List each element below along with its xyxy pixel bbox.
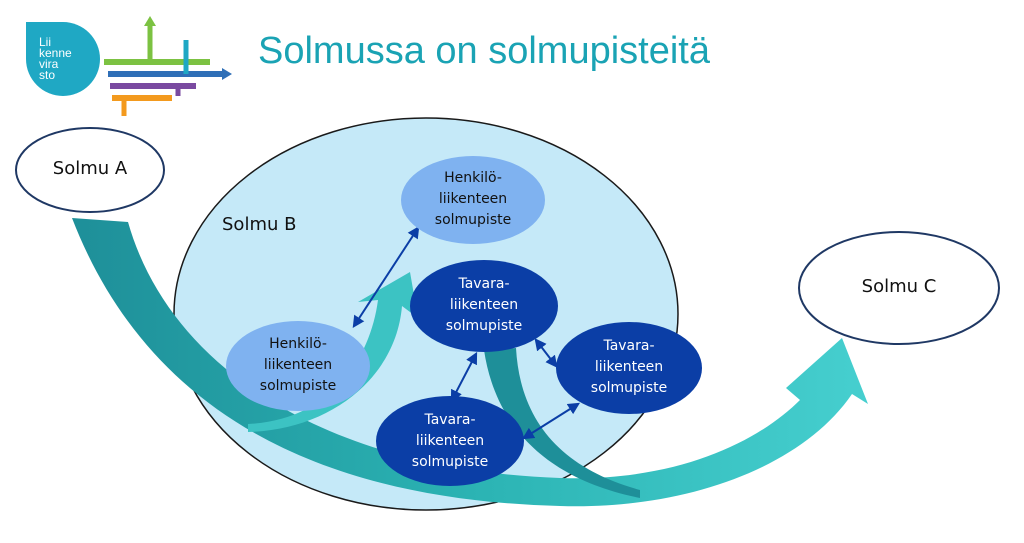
connector-henkilo-top-left	[352, 225, 420, 329]
logo-stripes	[104, 16, 232, 116]
tavara-bottom-label: Tavara- liikenteen solmupiste	[411, 412, 489, 470]
tavara-right-label: Tavara- liikenteen solmupiste	[590, 338, 668, 396]
main-flow-arrow	[72, 218, 868, 507]
page-title: Solmussa on solmupisteitä	[258, 30, 710, 72]
logo-line-3: vira	[39, 57, 59, 71]
henkilo-left-ellipse	[226, 321, 370, 411]
logo-line-2: kenne	[39, 46, 72, 60]
logo-line-4: sto	[39, 68, 56, 82]
connector-center-bottom	[450, 351, 478, 403]
solmu-c-label: Solmu C	[861, 276, 937, 297]
connector-bottom-right	[521, 402, 581, 440]
tavara-center-ellipse	[410, 260, 558, 352]
henkilo-left-label: Henkilö- liikenteen solmupiste	[259, 336, 337, 394]
solmu-b-label: Solmu B	[222, 214, 297, 235]
tavara-right-ellipse	[556, 322, 702, 414]
tavara-bottom-ellipse	[376, 396, 524, 486]
henkilo-top-label: Henkilö- liikenteen solmupiste	[434, 170, 512, 228]
logo-line-1: Lii	[39, 35, 52, 49]
tavara-center-label: Tavara- liikenteen solmupiste	[445, 276, 523, 334]
henkilo-top-ellipse	[401, 156, 545, 244]
connector-center-right	[534, 338, 558, 368]
logo-badge: Lii kenne vira sto	[26, 22, 100, 96]
solmu-a-label: Solmu A	[52, 158, 128, 179]
solmu-c-ellipse	[798, 231, 1000, 345]
solmu-a-ellipse	[15, 127, 165, 213]
